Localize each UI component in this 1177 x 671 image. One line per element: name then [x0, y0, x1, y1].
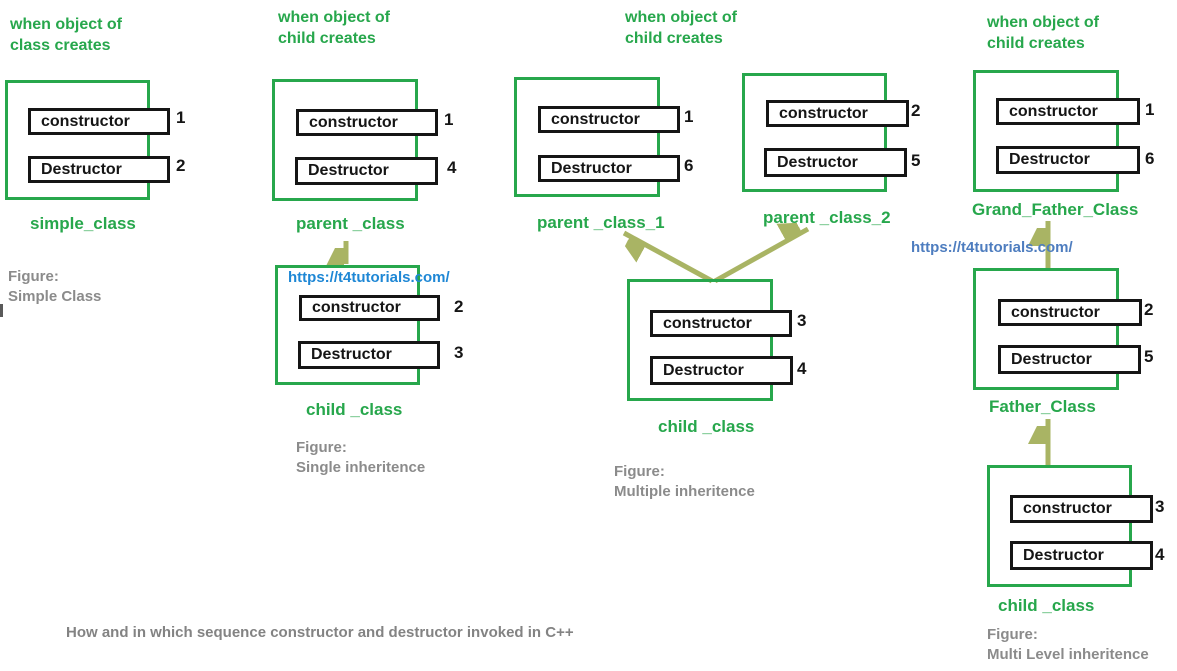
constructor-bar: constructor [299, 295, 440, 321]
class-box-multiple-child: constructor Destructor [627, 279, 793, 401]
bottom-caption: How and in which sequence constructor an… [66, 624, 574, 641]
class-box-single-parent: constructor Destructor [272, 79, 438, 201]
destructor-order: 5 [911, 151, 921, 170]
header-line: child creates [278, 30, 376, 47]
class-box-multilevel-child: constructor Destructor [987, 465, 1153, 587]
class-label-grand-father-class: Grand_Father_Class [972, 200, 1139, 219]
figure-name: Single inheritence [296, 459, 426, 476]
constructor-order: 2 [454, 297, 464, 316]
section-header-simple: when object of class creates [10, 14, 122, 56]
multiple-child-to-parent1-arrow [624, 230, 714, 284]
header-line: class creates [10, 37, 111, 54]
section-header-single: when object of child creates [278, 7, 390, 49]
section-header-multiple: when object of child creates [625, 7, 737, 49]
class-box-simple: constructor Destructor [5, 80, 170, 200]
destructor-order: 4 [797, 359, 807, 378]
header-line: child creates [625, 30, 723, 47]
destructor-bar: Destructor [650, 356, 793, 385]
watermark-link: https://t4tutorials.com/ [911, 239, 1073, 256]
figure-caption-multilevel: Figure: Multi Level inheritence [987, 625, 1149, 665]
figure-word: Figure: [8, 268, 59, 285]
header-line: when object of [987, 14, 1099, 31]
figure-caption-simple: Figure: Simple Class [8, 267, 101, 307]
constructor-bar: constructor [538, 106, 680, 133]
constructor-order: 1 [1145, 100, 1155, 119]
figure-name: Multiple inheritence [614, 483, 755, 500]
header-line: when object of [10, 16, 122, 33]
figure-caption-single: Figure: Single inheritence [296, 438, 425, 478]
class-box-multilevel-grandfather: constructor Destructor [973, 70, 1140, 192]
constructor-order: 3 [1155, 497, 1165, 516]
multiple-child-to-parent2-arrow [713, 229, 810, 284]
constructor-order: 2 [911, 101, 921, 120]
destructor-order: 2 [176, 156, 186, 175]
destructor-bar: Destructor [295, 157, 438, 185]
figure-name: Multi Level inheritence [987, 646, 1149, 663]
constructor-bar: constructor [28, 108, 170, 135]
header-line: when object of [278, 9, 390, 26]
constructor-bar: constructor [650, 310, 792, 337]
constructor-order: 1 [176, 108, 186, 127]
class-box-multilevel-father: constructor Destructor [973, 268, 1142, 390]
class-label-child-class: child _class [306, 400, 403, 419]
class-label-parent-class: parent _class [296, 214, 405, 233]
figure-name: Simple Class [8, 288, 102, 305]
constructor-order: 2 [1144, 300, 1154, 319]
class-label-simple-class: simple_class [30, 214, 136, 233]
constructor-bar: constructor [766, 100, 909, 127]
class-label-parent-class-2: parent _class_2 [763, 208, 891, 227]
figure-word: Figure: [987, 626, 1038, 643]
class-box-multiple-parent2: constructor Destructor [742, 73, 909, 192]
class-label-child-class: child _class [998, 596, 1095, 615]
destructor-order: 6 [1145, 149, 1155, 168]
destructor-order: 5 [1144, 347, 1154, 366]
section-header-multilevel: when object of child creates [987, 12, 1099, 54]
destructor-order: 3 [454, 343, 464, 362]
class-label-child-class: child _class [658, 417, 755, 436]
destructor-bar: Destructor [28, 156, 170, 183]
destructor-bar: Destructor [996, 146, 1140, 174]
edge-artifact [0, 304, 3, 317]
figure-caption-multiple: Figure: Multiple inheritence [614, 462, 755, 502]
destructor-bar: Destructor [998, 345, 1141, 374]
constructor-order: 1 [444, 110, 454, 129]
constructor-bar: constructor [998, 299, 1142, 326]
destructor-order: 4 [447, 158, 457, 177]
class-box-multiple-parent1: constructor Destructor [514, 77, 680, 197]
destructor-bar: Destructor [764, 148, 907, 177]
constructor-bar: constructor [996, 98, 1140, 125]
constructor-order: 1 [684, 107, 694, 126]
figure-word: Figure: [296, 439, 347, 456]
watermark-link: https://t4tutorials.com/ [288, 269, 450, 286]
constructor-bar: constructor [296, 109, 438, 136]
class-label-father-class: Father_Class [989, 397, 1096, 416]
figure-word: Figure: [614, 463, 665, 480]
destructor-bar: Destructor [538, 155, 680, 182]
header-line: when object of [625, 9, 737, 26]
destructor-order: 6 [684, 156, 694, 175]
destructor-bar: Destructor [298, 341, 440, 369]
header-line: child creates [987, 35, 1085, 52]
constructor-bar: constructor [1010, 495, 1153, 523]
class-label-parent-class-1: parent _class_1 [537, 213, 665, 232]
constructor-order: 3 [797, 311, 807, 330]
class-box-single-child: constructor Destructor [275, 265, 440, 385]
destructor-bar: Destructor [1010, 541, 1153, 570]
destructor-order: 4 [1155, 545, 1165, 564]
